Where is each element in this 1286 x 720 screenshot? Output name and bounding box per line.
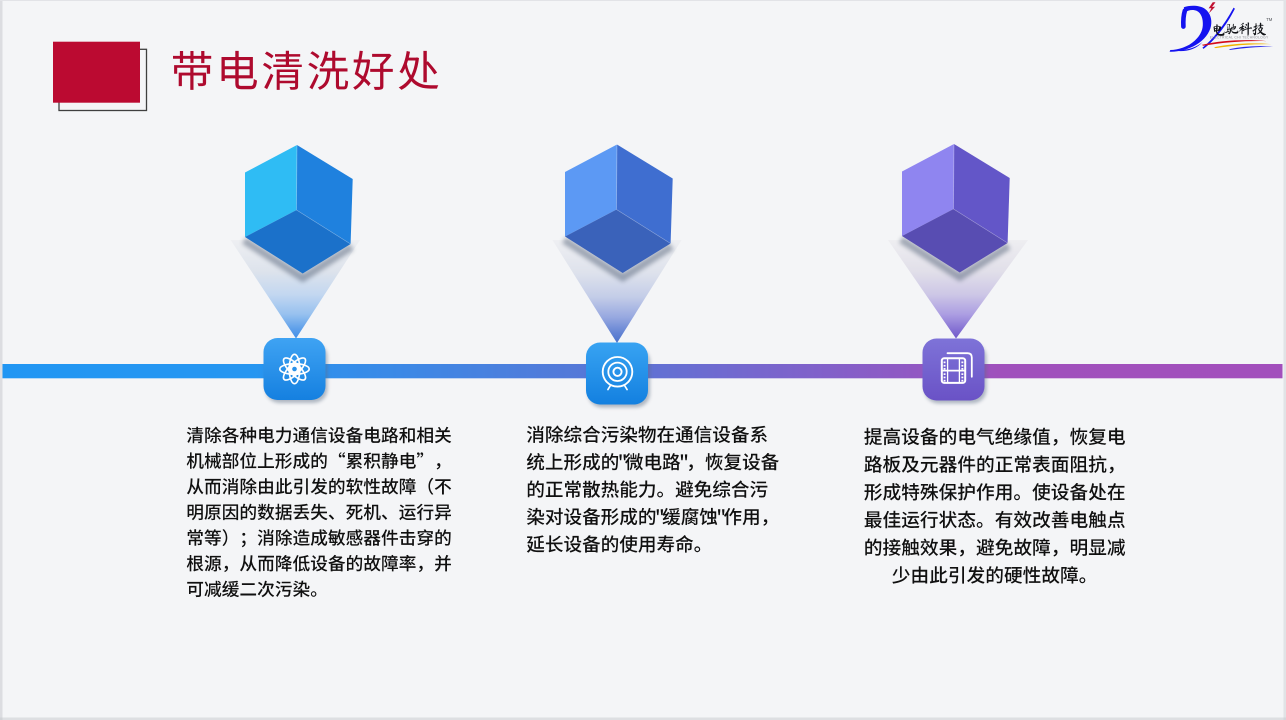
svg-text:ELECTRICAL CHI TECHNOLOGY: ELECTRICAL CHI TECHNOLOGY	[1210, 35, 1269, 39]
svg-text:TM: TM	[1266, 17, 1273, 22]
